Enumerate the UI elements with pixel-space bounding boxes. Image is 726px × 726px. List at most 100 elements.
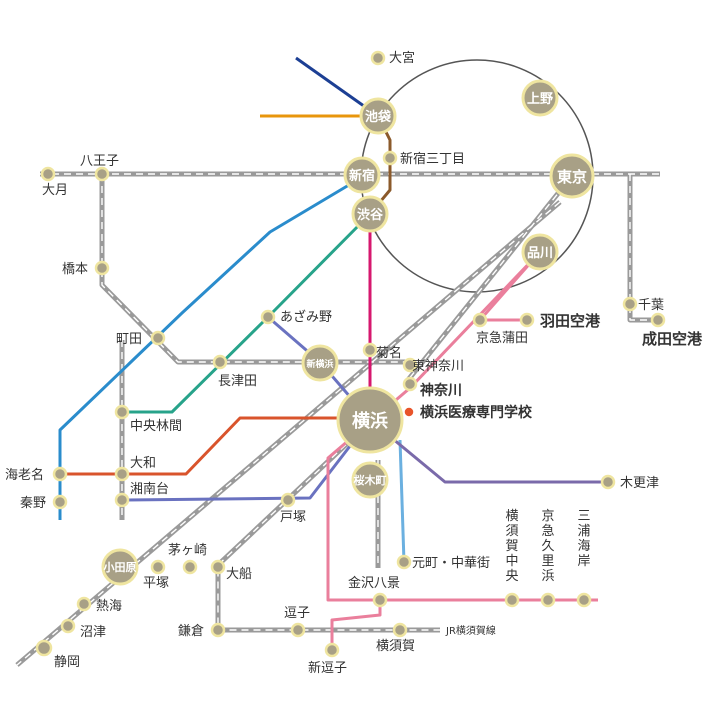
station-shin-zushi[interactable] bbox=[324, 642, 340, 658]
school-location-marker[interactable] bbox=[403, 406, 415, 418]
label-numazu: 沼津 bbox=[80, 625, 106, 640]
label-kisarazu: 木更津 bbox=[620, 476, 659, 491]
station-chiba[interactable] bbox=[622, 296, 638, 312]
station-keikyu-kurihama[interactable] bbox=[540, 592, 556, 608]
station-hachioji[interactable] bbox=[94, 166, 110, 182]
aqua-line bbox=[369, 418, 608, 484]
station-odawara[interactable] bbox=[101, 548, 139, 586]
station-motomachi[interactable] bbox=[396, 554, 412, 570]
label-yokosuka: 横須賀 bbox=[376, 639, 415, 654]
hub-label-ikebukuro: 池袋 bbox=[365, 109, 392, 125]
hub-label-sakuragicho: 桜木町 bbox=[354, 473, 387, 487]
label-kamakura: 鎌倉 bbox=[178, 624, 204, 639]
small-stations bbox=[35, 50, 666, 658]
station-chuo-rinkan[interactable] bbox=[114, 404, 130, 420]
station-kanagawa[interactable] bbox=[402, 376, 418, 392]
label-yamato: 大和 bbox=[130, 456, 156, 471]
keikyu-main-line bbox=[326, 250, 598, 602]
keikyu-zushi-line bbox=[330, 600, 382, 655]
minatomirai-line bbox=[398, 439, 406, 563]
station-shizuoka[interactable] bbox=[35, 639, 53, 657]
station-chigasaki[interactable] bbox=[182, 559, 198, 575]
label-narita: 成田空港 bbox=[642, 330, 703, 348]
station-kamakura[interactable] bbox=[210, 622, 226, 638]
label-chiba: 千葉 bbox=[638, 298, 664, 313]
station-ebina[interactable] bbox=[52, 466, 68, 482]
label-motomachi: 元町・中華街 bbox=[412, 556, 490, 571]
station-yokosuka-chuo[interactable] bbox=[504, 592, 520, 608]
hub-label-odawara: 小田原 bbox=[103, 560, 137, 574]
station-ueno[interactable] bbox=[521, 79, 559, 117]
label-azamino: あざみ野 bbox=[280, 309, 332, 325]
station-sakuragicho[interactable] bbox=[351, 461, 389, 499]
label-chuo-rinkan: 中央林間 bbox=[130, 419, 182, 434]
station-higashi-kanagawa[interactable] bbox=[402, 357, 418, 373]
station-numazu[interactable] bbox=[60, 618, 76, 634]
station-keikyu-kamata[interactable] bbox=[472, 312, 488, 328]
station-totsuka[interactable] bbox=[280, 492, 296, 508]
station-machida[interactable] bbox=[150, 330, 166, 346]
station-hadano[interactable] bbox=[52, 494, 68, 510]
station-misakiguchi[interactable] bbox=[576, 592, 592, 608]
station-ikebukuro[interactable] bbox=[359, 97, 397, 135]
label-ebina: 海老名 bbox=[5, 467, 44, 483]
station-shin-yokohama[interactable] bbox=[301, 344, 339, 382]
station-shonandai[interactable] bbox=[114, 492, 130, 508]
label-shonandai: 湘南台 bbox=[130, 481, 169, 497]
station-zushi[interactable] bbox=[290, 622, 306, 638]
station-yokohama[interactable] bbox=[336, 386, 404, 454]
hub-label-ueno: 上野 bbox=[527, 92, 553, 107]
station-tokyo[interactable] bbox=[549, 153, 595, 199]
station-kikuna[interactable] bbox=[362, 342, 378, 358]
label-keikyu-kurihama: 京急久里浜 bbox=[541, 509, 554, 584]
station-omiya[interactable] bbox=[370, 50, 386, 66]
station-shibuya[interactable] bbox=[351, 195, 389, 233]
station-otsuki[interactable] bbox=[40, 166, 56, 182]
station-yamato[interactable] bbox=[114, 466, 130, 482]
label-jr-yokosuka-line: JR横須賀線 bbox=[445, 624, 496, 637]
label-haneda: 羽田空港 bbox=[540, 312, 601, 330]
label-shinjuku-sanchome: 新宿三丁目 bbox=[400, 151, 465, 167]
label-zushi: 逗子 bbox=[284, 606, 310, 621]
label-yokosuka-chuo: 横須賀中央 bbox=[505, 509, 518, 584]
station-narita[interactable] bbox=[650, 312, 666, 328]
label-hadano: 秦野 bbox=[20, 496, 46, 511]
label-otsuki: 大月 bbox=[42, 183, 68, 198]
label-shizuoka: 静岡 bbox=[54, 655, 80, 670]
label-keikyu-kamata: 京急蒲田 bbox=[476, 331, 528, 346]
label-nagatsuta: 長津田 bbox=[218, 374, 257, 389]
station-atami[interactable] bbox=[76, 596, 92, 612]
hub-label-yokohama: 横浜 bbox=[352, 410, 388, 432]
station-shinjuku-sanchome[interactable] bbox=[382, 150, 398, 166]
hub-label-shinagawa: 品川 bbox=[527, 246, 553, 261]
label-shin-zushi: 新逗子 bbox=[308, 660, 347, 676]
station-nagatsuta[interactable] bbox=[212, 354, 228, 370]
station-kanazawa-hakkei[interactable] bbox=[372, 592, 388, 608]
label-chigasaki: 茅ヶ崎 bbox=[168, 543, 207, 558]
label-ofuna: 大船 bbox=[226, 567, 252, 582]
station-shinjuku[interactable] bbox=[343, 156, 381, 194]
label-kanagawa: 神奈川 bbox=[420, 382, 462, 399]
label-misakiguchi: 三浦海岸 bbox=[577, 509, 590, 569]
station-haneda[interactable] bbox=[519, 312, 535, 328]
label-kanazawa-hakkei: 金沢八景 bbox=[348, 575, 400, 591]
station-kisarazu[interactable] bbox=[600, 474, 616, 490]
hub-label-shin-yokohama: 新横浜 bbox=[306, 358, 333, 370]
jr-yokohama-line bbox=[99, 174, 408, 365]
station-hashimoto[interactable] bbox=[94, 260, 110, 276]
station-azamino[interactable] bbox=[260, 309, 276, 325]
label-atami: 熱海 bbox=[96, 599, 122, 614]
hub-stations bbox=[101, 79, 595, 586]
label-machida: 町田 bbox=[116, 332, 142, 347]
label-omiya: 大宮 bbox=[389, 50, 415, 66]
label-totsuka: 戸塚 bbox=[280, 510, 306, 525]
station-hiratsuka[interactable] bbox=[150, 559, 166, 575]
station-ofuna[interactable] bbox=[210, 559, 226, 575]
hub-label-shibuya: 渋谷 bbox=[357, 207, 384, 223]
station-shinagawa[interactable] bbox=[521, 233, 559, 271]
odakyu-line bbox=[58, 174, 365, 520]
label-hachioji: 八王子 bbox=[80, 154, 119, 169]
station-yokosuka[interactable] bbox=[392, 622, 408, 638]
hub-label-shinjuku: 新宿 bbox=[349, 168, 375, 184]
